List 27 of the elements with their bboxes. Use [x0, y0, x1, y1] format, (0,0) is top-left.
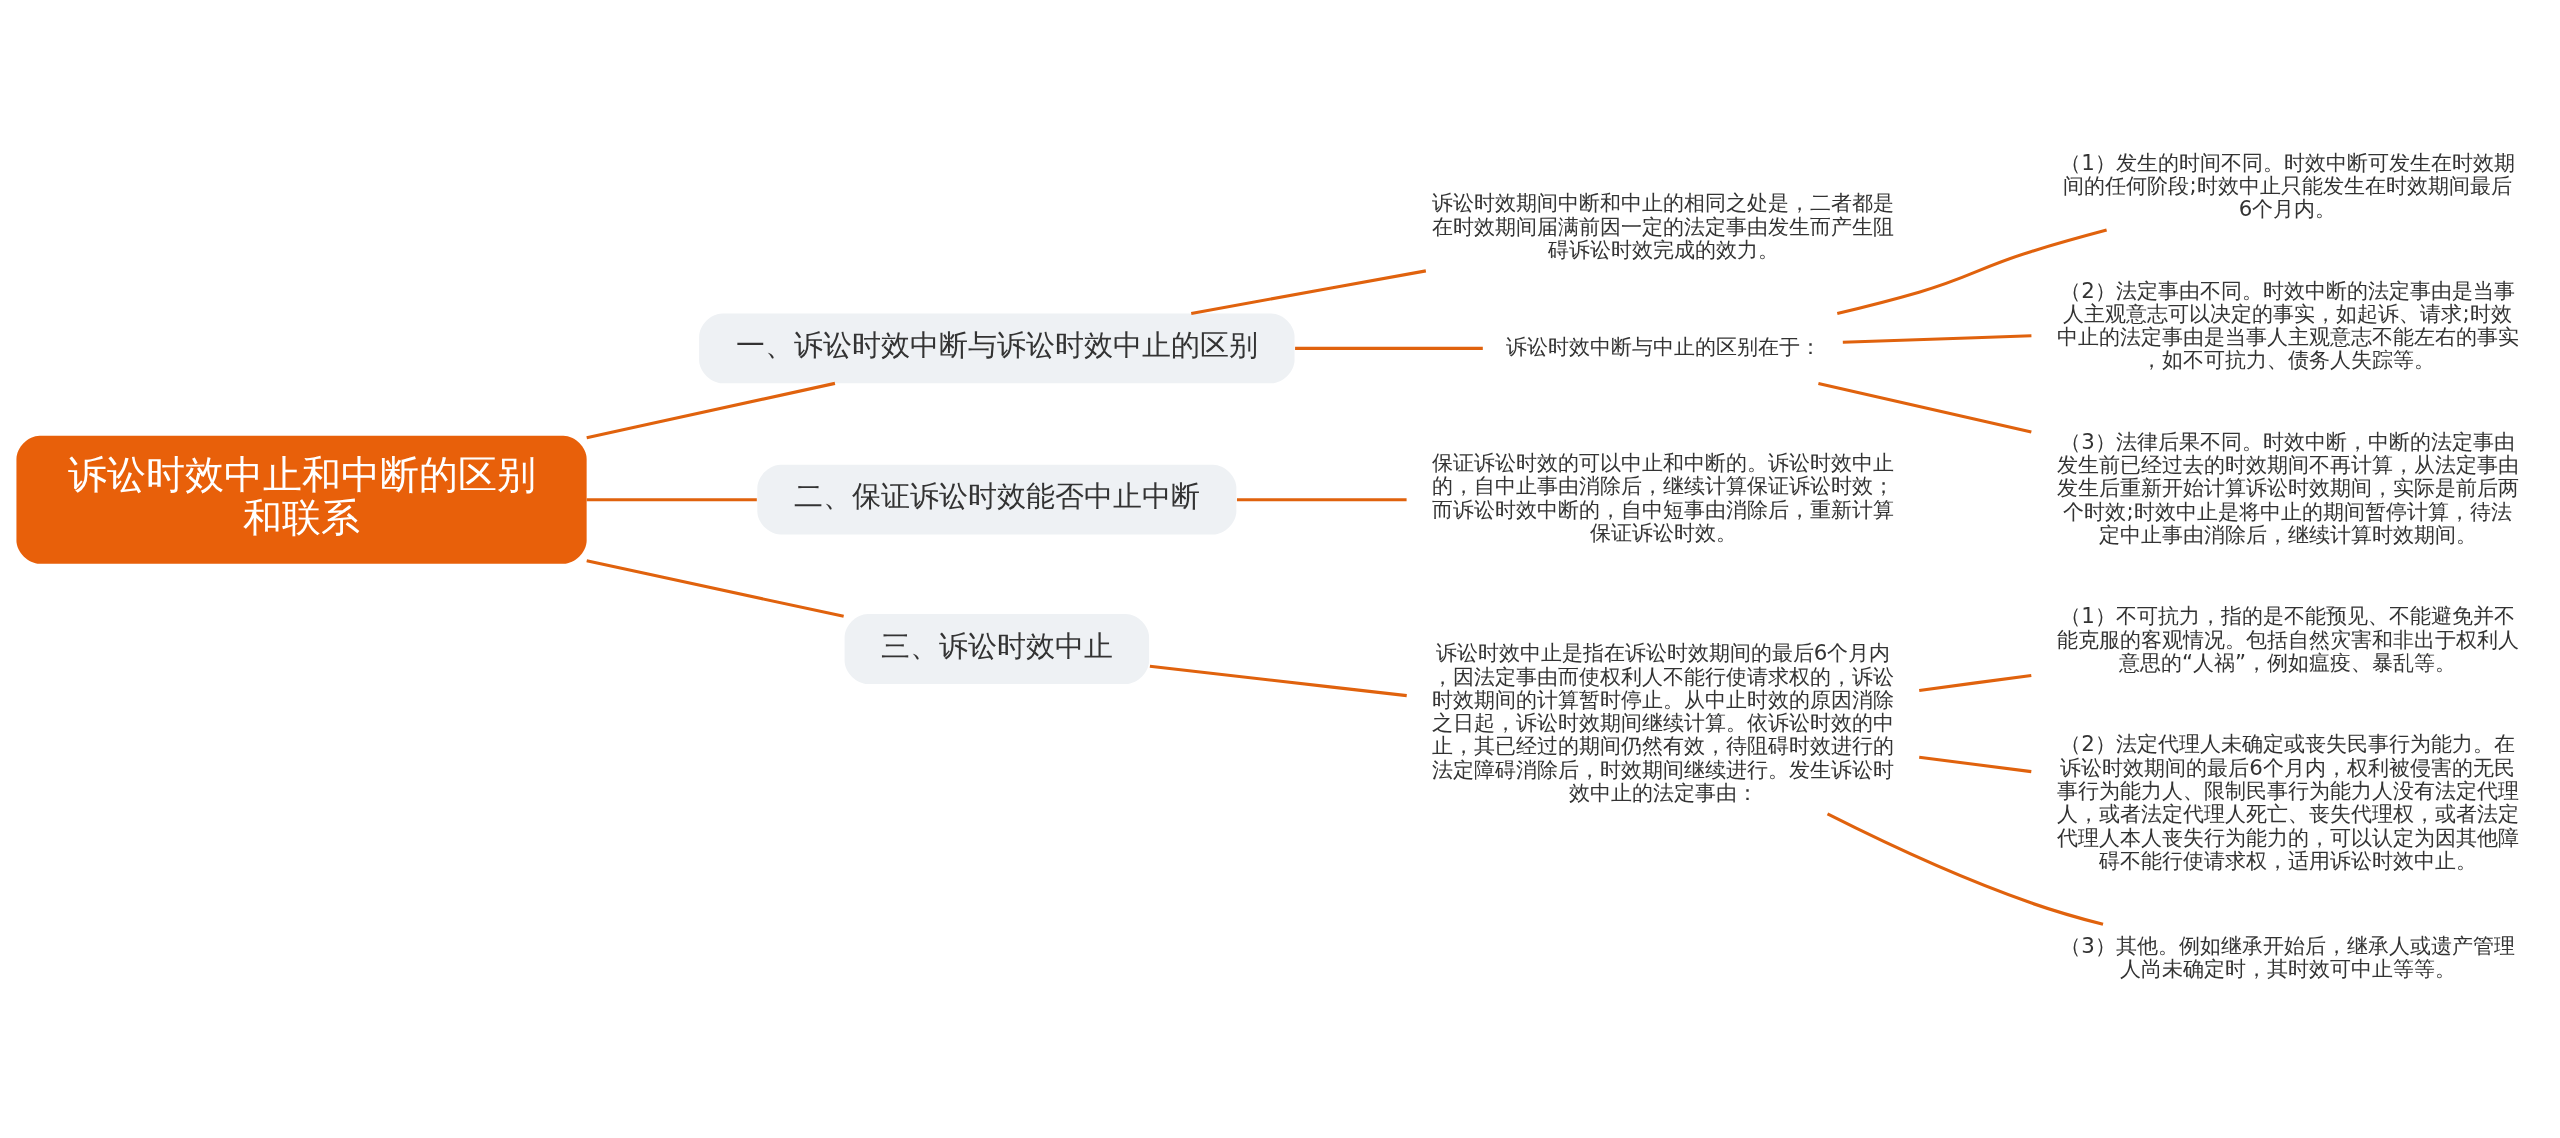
connector	[1826, 812, 2104, 926]
node-text: （1）不可抗力，指的是不能预见、不能避免并不能克服的客观情况。包括自然灾害和非出于权利人意思的“人祸”，例如瘟疫、暴乱等。	[2056, 602, 2519, 675]
node-text: 诉讼时效中止是指在诉讼时效期间的最后6个月内，因法定事由而使权利人不能行使请求权的，诉讼时效期间的计算暂时停止。从中止时效的原因消除之日起，诉讼时效期间继续计算。依诉讼时效的中止，其已经过的期间仍然有效，待阻碍时效进行的法定障碍消除后，时效期间继续进行。发生诉讼时效中止的法定事由：	[1432, 639, 1895, 805]
node-text: （2）法定事由不同。时效中断的法定事由是当事人主观意志可以决定的事实，如起诉、请求;时效中止的法定事由是当事人主观意志不能左右的事实，如不可抗力、债务人失踪等。	[2056, 277, 2519, 372]
connector	[1919, 755, 2032, 773]
node-text: （2）法定代理人未确定或丧失民事行为能力。在诉讼时效期间的最后6个月内，权利被侵害的无民事行为能力人、限制民事行为能力人没有法定代理人，或者法定代理人死亡、丧失代理权，或者法定代理人本人丧失行为能力的，可以认定为因其他障碍不能行使请求权，适用诉讼时效中止。	[2056, 730, 2519, 873]
connector	[1818, 381, 2032, 433]
connector	[1190, 268, 1427, 315]
connector	[586, 558, 844, 618]
connector	[1836, 228, 2108, 315]
node-box: 二、保证诉讼时效能否中止中断	[757, 464, 1237, 535]
node-text: （3）法律后果不同。时效中断，中断的法定事由发生前已经过去的时效期间不再计算，从法定事由发生后重新开始计算诉讼时效期间，实际是前后两个时效;时效中止是将中止的期间暂停计算，待法定中止事由消除后，继续计算时效期间。	[2056, 428, 2519, 547]
connector	[1236, 497, 1407, 501]
connector	[586, 497, 757, 501]
node-box: 三、诉讼时效中止	[844, 613, 1150, 684]
connector	[1842, 333, 2032, 344]
node-text: 诉讼时效中断与中止的区别在于：	[1505, 333, 1821, 359]
connector	[1295, 346, 1483, 350]
node-text: 保证诉讼时效的可以中止和中断的。诉讼时效中止的，自中止事由消除后，继续计算保证诉讼时效；而诉讼时效中断的，自中短事由消除后，重新计算保证诉讼时效。	[1432, 449, 1895, 545]
node-box: 一、诉讼时效中断与诉讼时效中止的区别	[699, 313, 1295, 383]
node-text: 诉讼时效期间中断和中止的相同之处是，二者都是在时效期间届满前因一定的法定事由发生而产生阻碍诉讼时效完成的效力。	[1432, 189, 1895, 262]
node-text: （3）其他。例如继承开始后，继承人或遗产管理人尚未确定时，其时效可中止等等。	[2060, 932, 2515, 981]
node-box: 诉讼时效中止和中断的区别和联系	[16, 435, 587, 564]
connector	[1149, 664, 1407, 697]
connector	[1919, 673, 2032, 692]
node-text: （1）发生的时间不同。时效中断可发生在时效期间的任何阶段;时效中止只能发生在时效期间最后6个月内。	[2060, 149, 2515, 221]
connector	[586, 381, 836, 439]
